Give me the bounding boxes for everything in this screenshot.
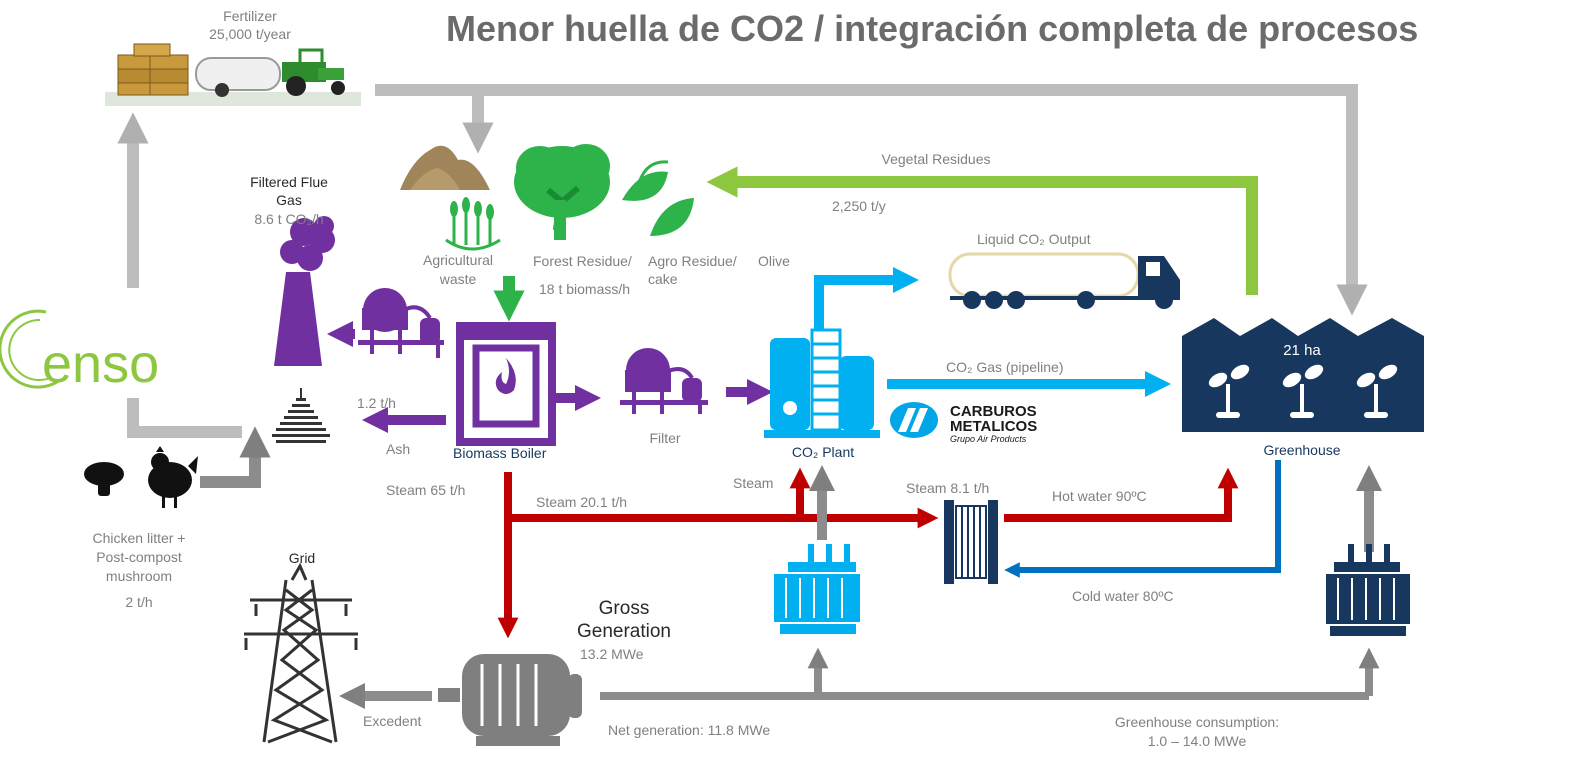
agricultural-waste-icon — [400, 145, 501, 251]
chicken-label-1: Chicken litter + — [92, 530, 186, 546]
cold-water-label: Cold water 80ºC — [1072, 588, 1174, 604]
page-title: Menor huella de CO2 / integración comple… — [446, 8, 1419, 49]
agro-residue-leaves-icon — [622, 160, 694, 236]
enso-logo-text: enso — [42, 334, 159, 394]
forest-residue-label: Forest Residue/ — [533, 253, 632, 269]
heat-exchanger-icon — [944, 500, 998, 584]
fertilizer-label: Fertilizer — [223, 8, 277, 24]
fertilizer-tractor-icon — [105, 43, 361, 106]
flue-gas-label-2: Gas — [276, 192, 302, 208]
digestor-icon — [272, 388, 330, 443]
steam-20-label: Steam 20.1 t/h — [536, 494, 628, 510]
flue-gas-value: 8.6 t CO₂/h — [254, 211, 324, 227]
greenhouse-area: 21 ha — [1283, 342, 1321, 359]
flue-gas-stack-icon — [274, 216, 335, 366]
vegetal-residues-arrow — [706, 166, 1258, 295]
transformer-icon — [774, 544, 860, 634]
vegetal-residues-label: Vegetal Residues — [881, 151, 991, 167]
chicken-label-3: mushroom — [105, 568, 173, 584]
greenhouse-consumption-label-1: Greenhouse consumption: — [1114, 714, 1280, 730]
cold-water-arrow — [1004, 460, 1281, 578]
biomass-value: 18 t biomass/h — [539, 281, 631, 297]
net-generation-label: Net generation: 11.8 MWe — [608, 722, 771, 738]
steam-label: Steam — [733, 475, 774, 491]
gross-generation-value: 13.2 MWe — [580, 646, 644, 662]
scrubber-icon — [358, 288, 444, 358]
greenhouse-label: Greenhouse — [1263, 442, 1341, 458]
enso-logo: enso — [0, 309, 159, 394]
fertilizer-return-arrow — [375, 84, 1368, 316]
agricultural-label-1: Agricultural — [422, 252, 494, 268]
ash-label: Ash — [386, 441, 411, 457]
carburos-line2: METALICOS — [950, 418, 1037, 435]
carburos-logo: CARBUROS METALICOS Grupo Air Products — [890, 402, 1037, 444]
hot-water-label: Hot water 90ºC — [1052, 488, 1147, 504]
gross-generation-label-2: Generation — [576, 621, 672, 642]
cake-label: cake — [648, 271, 678, 287]
hot-water-arrow — [1004, 467, 1239, 522]
gross-generation-label-1: Gross — [598, 598, 650, 619]
chicken-litter-icon — [84, 446, 198, 508]
biomass-boiler-icon — [456, 322, 556, 446]
generator-icon — [438, 654, 582, 746]
greenhouse-icon — [1182, 318, 1424, 432]
chicken-value: 2 t/h — [125, 594, 153, 610]
filter-label: Filter — [649, 430, 681, 446]
enso-to-digestor-line — [127, 398, 242, 438]
steam-8-label: Steam 8.1 t/h — [906, 480, 990, 496]
flue-gas-label-1: Filtered Flue — [250, 174, 328, 190]
greenhouse-consumption-label-2: 1.0 – 14.0 MWe — [1147, 733, 1247, 749]
liquid-co2-arrow — [814, 267, 919, 332]
agro-residue-label: Agro Residue/ — [648, 253, 737, 269]
biomass-boiler-label: Biomass Boiler — [453, 445, 547, 461]
steam-main-label: Steam 65 t/h — [386, 482, 466, 498]
co2-gas-label: CO₂ Gas (pipeline) — [946, 359, 1064, 375]
co2-plant-label: CO₂ Plant — [791, 444, 855, 460]
grid-label: Grid — [288, 550, 316, 566]
vegetal-residues-value: 2,250 t/y — [832, 198, 886, 214]
chicken-label-2: Post-compost — [96, 549, 182, 565]
transformer-greenhouse-icon — [1326, 544, 1410, 636]
liquid-co2-truck-icon — [948, 252, 1180, 309]
carburos-line1: CARBUROS — [950, 403, 1037, 420]
ash-value: 1.2 t/h — [357, 395, 396, 411]
co2-plant-icon — [764, 328, 880, 438]
olive-label: Olive — [758, 253, 790, 269]
carburos-line3: Grupo Air Products — [950, 434, 1027, 444]
liquid-co2-label: Liquid CO₂ Output — [977, 231, 1091, 247]
chicken-to-digestor-arrow — [200, 426, 271, 488]
fertilizer-value: 25,000 t/year — [209, 26, 291, 42]
agricultural-label-2: waste — [439, 271, 477, 287]
forest-residue-icon — [514, 144, 610, 240]
filter-icon — [620, 348, 708, 414]
grid-pylon-icon — [244, 562, 358, 744]
excedent-label: Excedent — [363, 713, 422, 729]
